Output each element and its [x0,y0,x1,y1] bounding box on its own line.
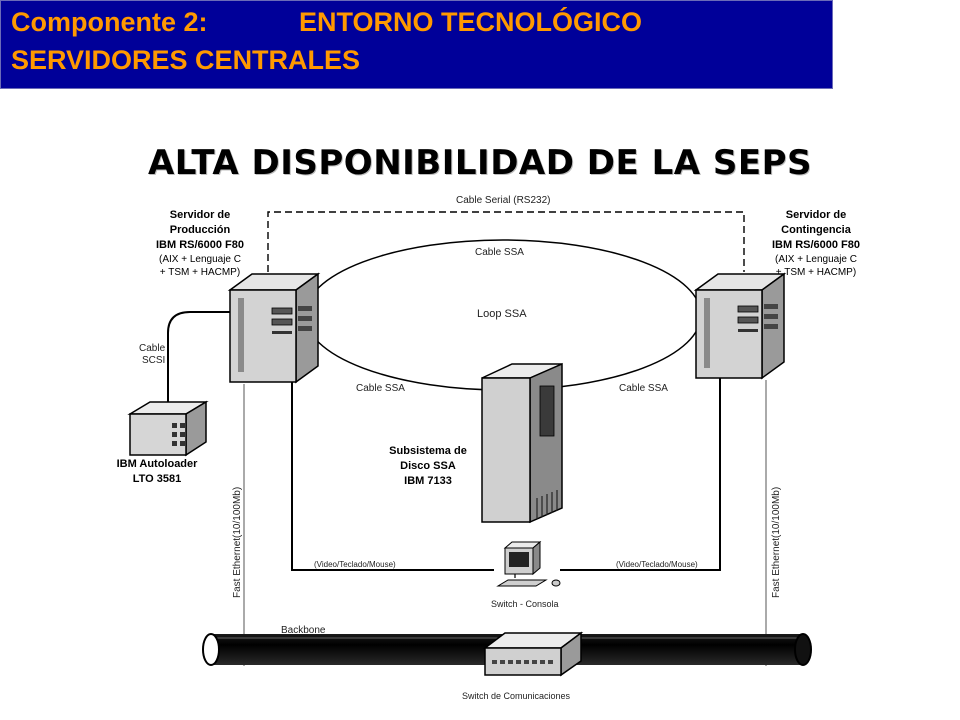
header-component: Componente 2: [11,7,208,37]
production-server-line1: Servidor de [169,209,231,221]
disk-subsystem-line1: Subsistema de [389,445,467,457]
disk-subsystem-label: Subsistema de Disco SSA IBM 7133 [376,444,480,489]
production-server-sw1: (AIX + Lenguaje C [159,254,241,265]
scsi-cable-label-1: Cable [139,343,166,354]
comm-switch-label: Switch de Comunicaciones [462,691,571,701]
contingency-server-line2: Contingencia [781,224,851,236]
vkm-left-label: (Video/Teclado/Mouse) [314,560,396,569]
autoloader-line2: LTO 3581 [132,473,182,485]
scsi-cable-line [167,311,236,404]
header-section: SERVIDORES CENTRALES [11,45,361,75]
backbone-label: Backbone [281,625,326,636]
ssa-cable-left-label: Cable SSA [356,383,405,394]
contingency-server-label: Servidor de Contingencia IBM RS/6000 F80… [756,208,876,279]
vkm-right-label: (Video/Teclado/Mouse) [616,560,698,569]
contingency-server-sw2: + TSM + HACMP) [775,267,857,278]
comm-switch-icon [482,631,584,677]
production-server-model: IBM RS/6000 F80 [155,239,245,251]
disk-subsystem-icon [481,362,563,524]
header-area: ENTORNO TECNOLÓGICO [299,7,643,37]
autoloader-line1: IBM Autoloader [116,458,198,470]
diagram-title: ALTA DISPONIBILIDAD DE LA SEPS [147,143,813,183]
header-banner: Componente 2: ENTORNO TECNOLÓGICO SERVID… [0,0,833,89]
contingency-server-model: IBM RS/6000 F80 [771,239,861,251]
serial-cable-label: Cable Serial (RS232) [456,195,551,206]
console-label: Switch - Consola [491,599,559,609]
ethernet-left-label: Fast Ethernet(10/100Mb) [232,486,243,598]
ethernet-right-label: Fast Ethernet(10/100Mb) [771,486,782,598]
disk-subsystem-line2: Disco SSA [400,460,456,472]
vkm-line-left [291,376,494,571]
vkm-line-right [560,372,721,571]
production-server-line2: Producción [169,224,231,236]
production-server-icon [227,272,321,384]
ssa-cable-top-label: Cable SSA [475,247,524,258]
console-icon [496,540,561,587]
serial-cable-line [267,211,745,272]
production-server-label: Servidor de Producción IBM RS/6000 F80 (… [140,208,260,279]
disk-subsystem-line3: IBM 7133 [404,475,452,487]
autoloader-label: IBM Autoloader LTO 3581 [102,457,212,487]
production-server-sw2: + TSM + HACMP) [159,267,241,278]
scsi-cable-label-2: SCSI [142,355,166,366]
ssa-loop-label: Loop SSA [477,308,527,320]
contingency-server-sw1: (AIX + Lenguaje C [775,254,857,265]
ssa-cable-right-label: Cable SSA [619,383,668,394]
contingency-server-icon [693,272,787,380]
contingency-server-line1: Servidor de [785,209,847,221]
autoloader-icon [127,400,209,457]
